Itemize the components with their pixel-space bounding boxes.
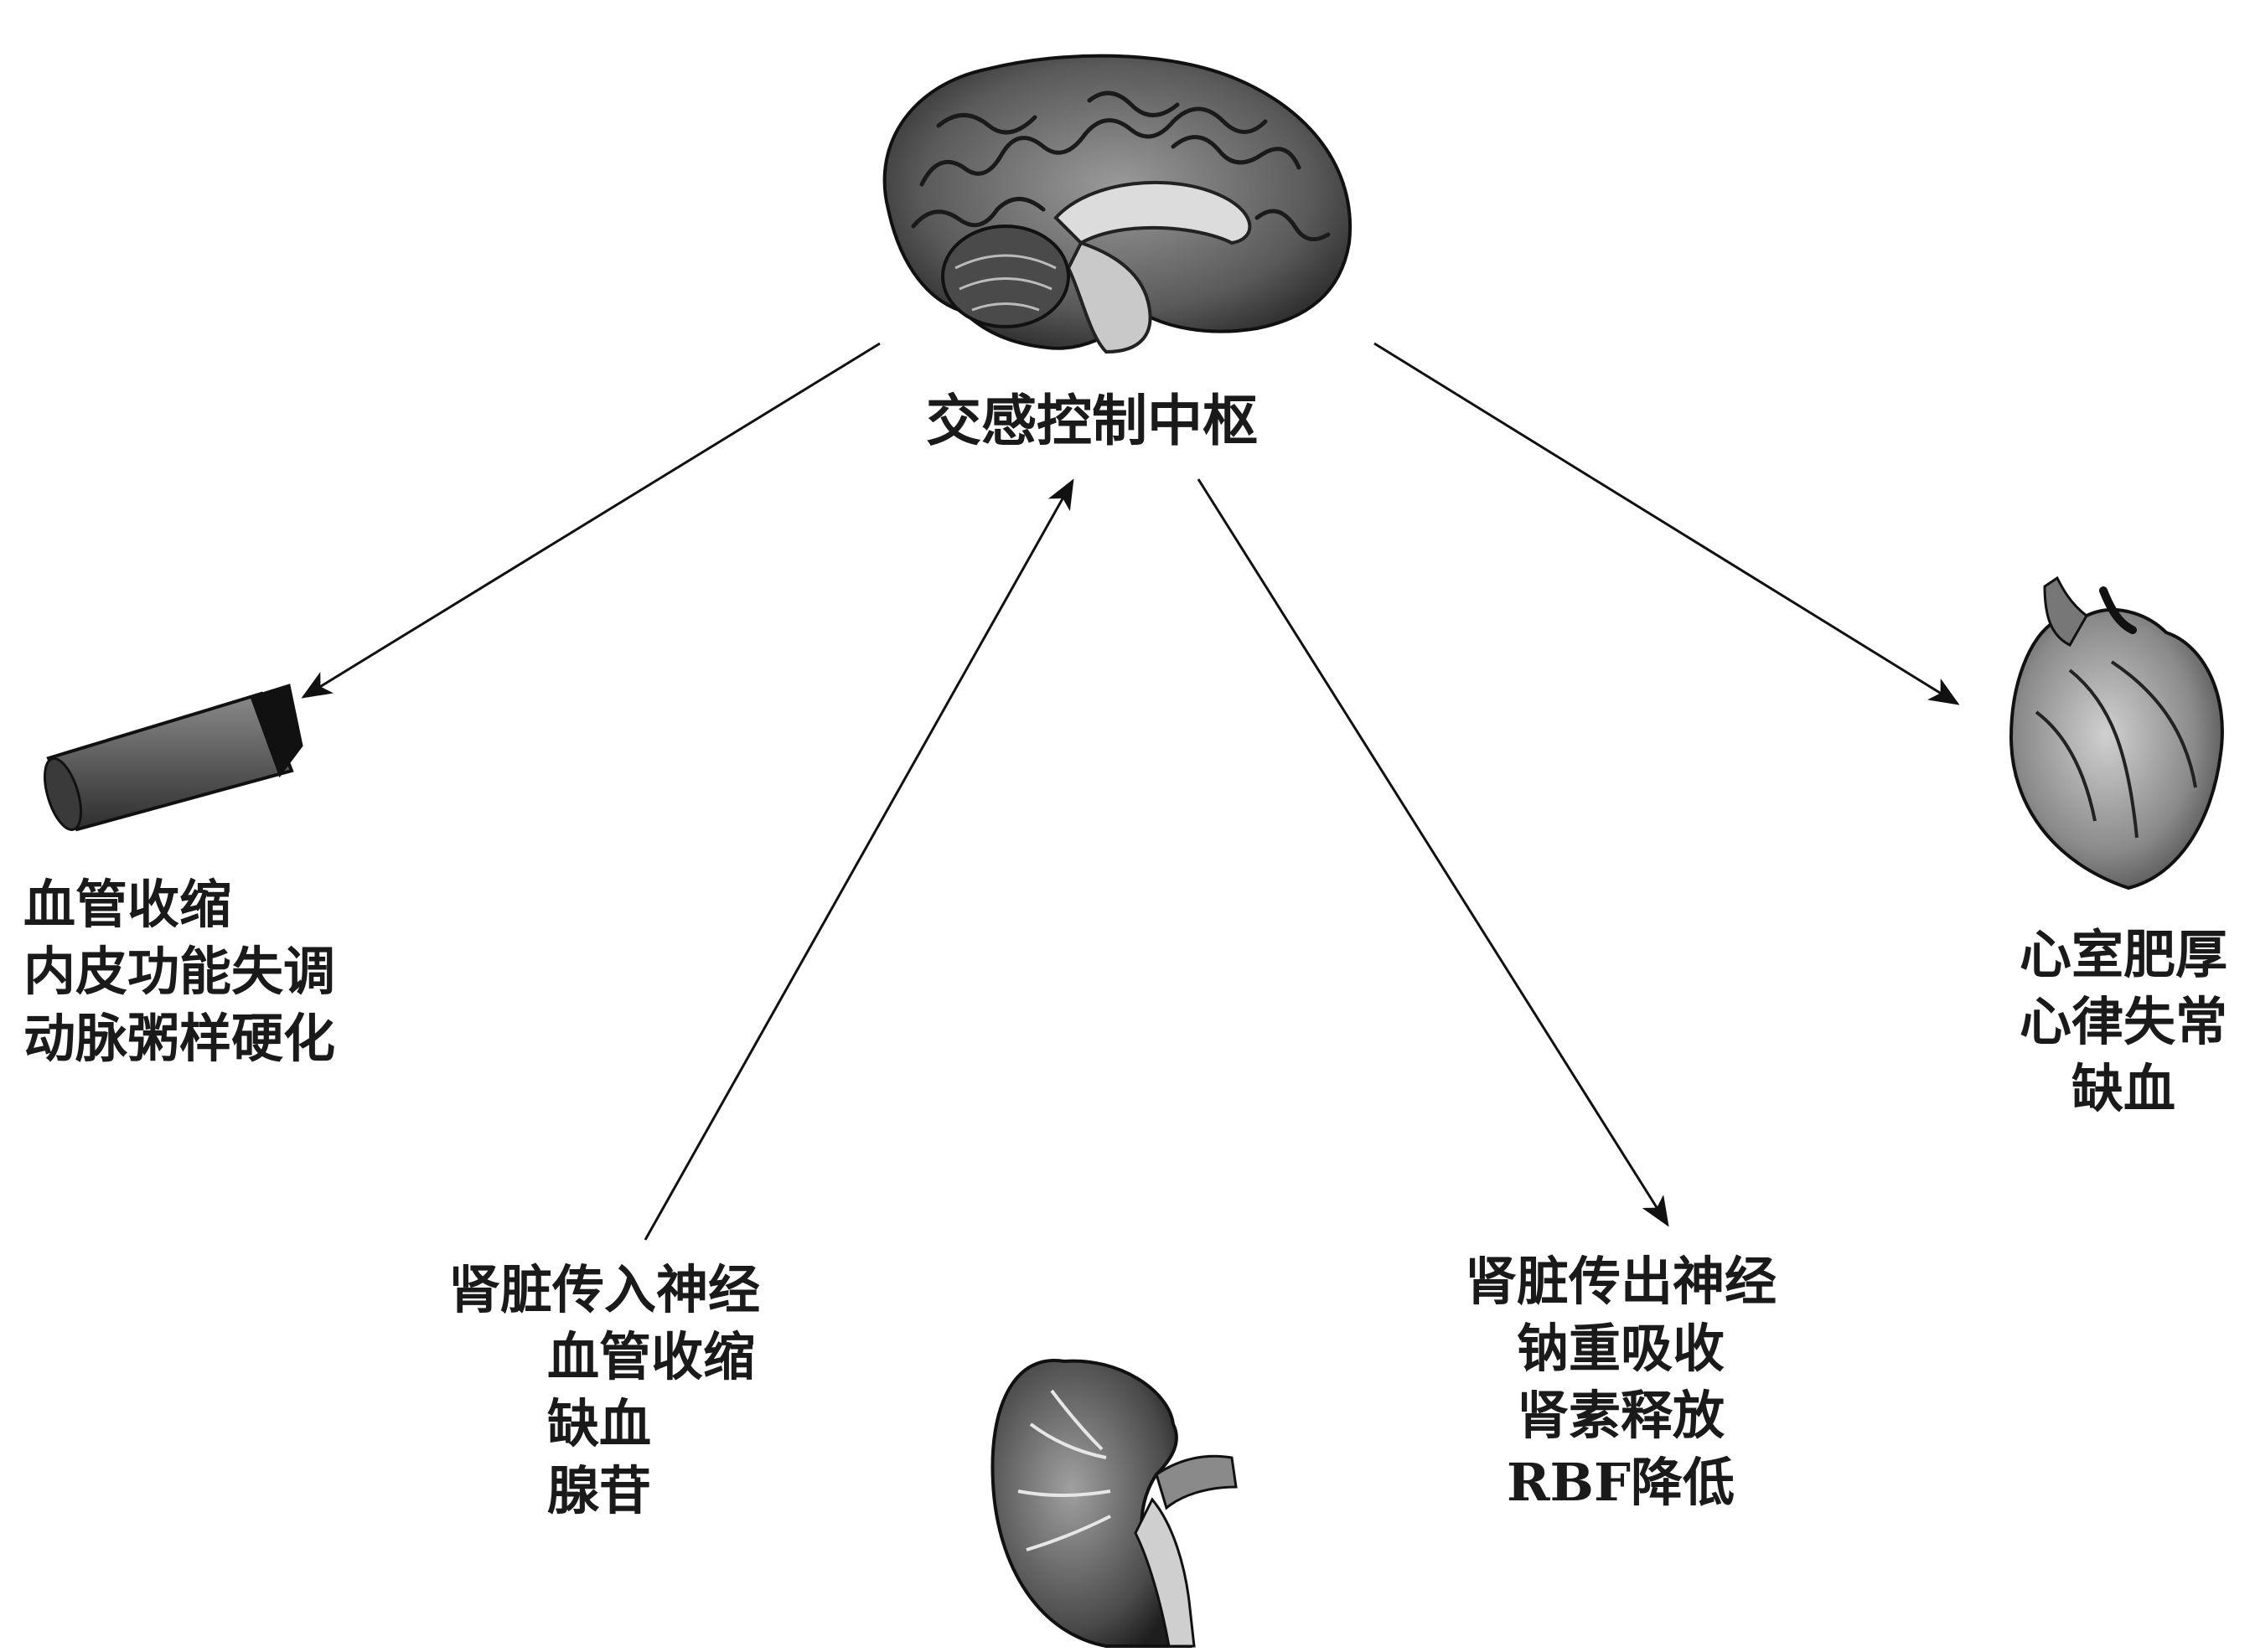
kidney-afferent-block: 肾脏传入神经 血管收缩 缺血 腺苷 bbox=[448, 1257, 760, 1525]
kidney-afferent-item: 腺苷 bbox=[448, 1458, 760, 1525]
kidney-efferent-item: 肾素释放 bbox=[1465, 1382, 1777, 1449]
blood-vessel-icon bbox=[38, 685, 302, 834]
kidney-afferent-item: 血管收缩 bbox=[448, 1324, 760, 1391]
heart-effect-item: 心室肥厚 bbox=[2020, 922, 2227, 989]
kidney-afferent-title: 肾脏传入神经 bbox=[448, 1257, 760, 1324]
blood-vessel-effects: 血管收缩 内皮功能失调 动脉粥样硬化 bbox=[23, 871, 335, 1072]
kidney-efferent-item: RBF降低 bbox=[1465, 1449, 1777, 1516]
blood-vessel-effect-item: 动脉粥样硬化 bbox=[23, 1005, 335, 1072]
heart-effect-item: 心律失常 bbox=[2020, 989, 2227, 1056]
arrow-center-to-vessel bbox=[303, 343, 880, 697]
blood-vessel-effect-item: 内皮功能失调 bbox=[23, 938, 335, 1005]
heart-icon bbox=[2011, 578, 2222, 888]
kidney-efferent-title: 肾脏传出神经 bbox=[1465, 1248, 1777, 1315]
arrow-center-to-heart bbox=[1374, 343, 1958, 704]
brain-icon bbox=[885, 56, 1350, 352]
blood-vessel-effect-item: 血管收缩 bbox=[23, 871, 335, 938]
kidney-efferent-item: 钠重吸收 bbox=[1465, 1315, 1777, 1382]
heart-effects: 心室肥厚 心律失常 缺血 bbox=[2020, 922, 2227, 1123]
arrow-kidney-afferent-to-center bbox=[645, 481, 1073, 1240]
arrow-center-to-kidney-efferent bbox=[1198, 479, 1668, 1225]
kidney-afferent-item: 缺血 bbox=[448, 1391, 760, 1458]
sympathetic-center-label: 交感控制中枢 bbox=[926, 387, 1258, 454]
kidney-icon bbox=[992, 1360, 1236, 1646]
heart-effect-item: 缺血 bbox=[2020, 1056, 2227, 1123]
kidney-efferent-block: 肾脏传出神经 钠重吸收 肾素释放 RBF降低 bbox=[1465, 1248, 1777, 1516]
